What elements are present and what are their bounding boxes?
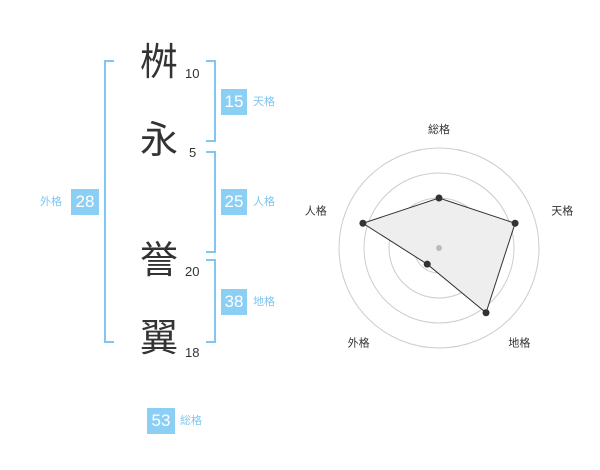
radar-label-2: 天格 <box>551 204 573 218</box>
radar-points <box>359 194 519 317</box>
radar-point-3 <box>482 309 490 317</box>
radar-point-1 <box>435 194 443 202</box>
radar-ring <box>338 147 540 349</box>
name-char-3: 誉 <box>140 238 179 282</box>
radar-center-dot <box>436 245 442 251</box>
radar-label-1: 総格 <box>428 122 450 136</box>
radar-label-4: 外格 <box>348 335 370 349</box>
chikaku-bracket <box>206 259 216 343</box>
radar-point-2 <box>511 219 519 227</box>
tenkaku-value: 15 <box>221 89 247 115</box>
radar-label-5: 人格 <box>305 204 327 218</box>
name-char-4: 翼 <box>140 316 179 360</box>
name-char-1: 桝 <box>140 40 179 84</box>
radar-point-4 <box>423 260 431 268</box>
name-char-2: 永 <box>140 118 179 162</box>
stroke-count-1: 10 <box>185 66 200 81</box>
stroke-count-3: 20 <box>185 264 200 279</box>
soukaku-label: 総格 <box>180 414 202 427</box>
radar-rings <box>338 147 540 349</box>
jinkaku-value: 25 <box>221 189 247 215</box>
jinkaku-label: 人格 <box>253 195 275 208</box>
radar-point-5 <box>359 219 367 227</box>
jinkaku-bracket <box>206 151 216 253</box>
chikaku-value: 38 <box>221 289 247 315</box>
tenkaku-bracket <box>206 60 216 142</box>
stroke-count-2: 5 <box>189 145 197 160</box>
soukaku-value: 53 <box>147 408 175 434</box>
radar-ring <box>363 172 515 324</box>
gaikaku-value: 28 <box>71 189 99 215</box>
chikaku-label: 地格 <box>253 295 275 308</box>
gaikaku-label: 外格 <box>40 195 62 208</box>
radar-label-3: 地格 <box>508 335 530 349</box>
tenkaku-label: 天格 <box>253 95 275 108</box>
stroke-count-4: 18 <box>185 345 200 360</box>
gaikaku-bracket <box>104 60 114 343</box>
radar-polygon <box>361 197 516 314</box>
